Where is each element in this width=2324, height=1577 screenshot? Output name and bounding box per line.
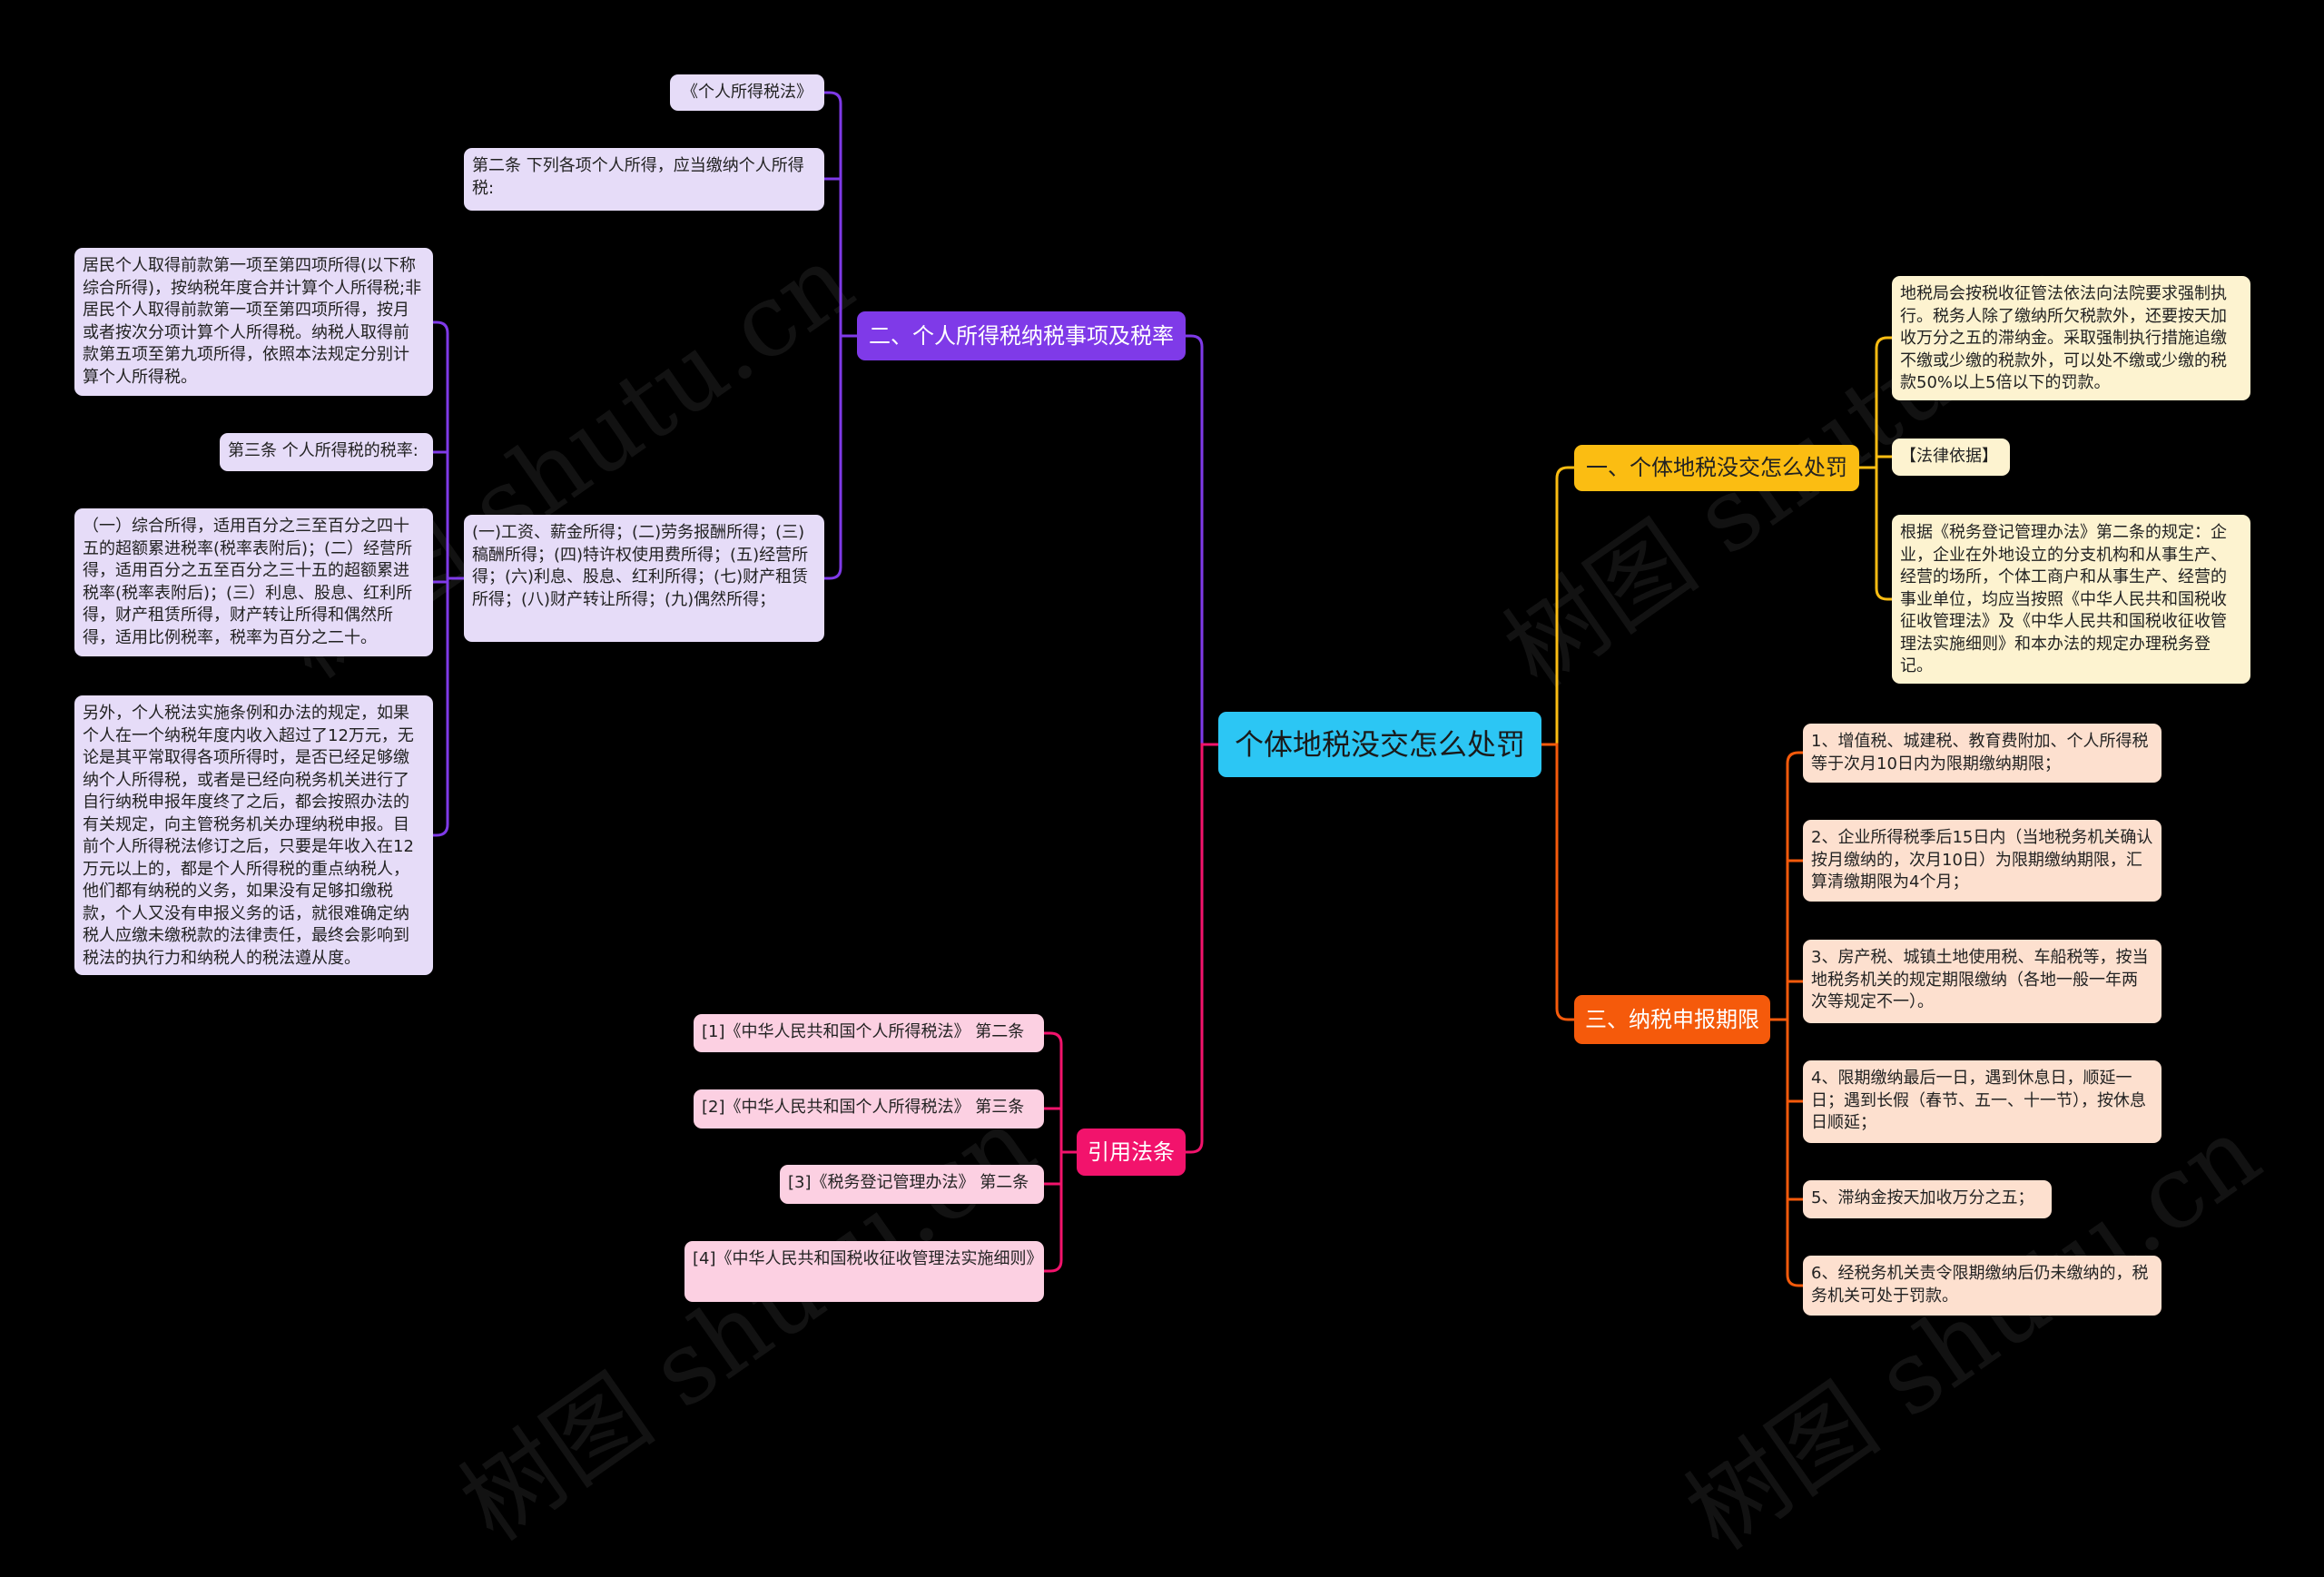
leaf-deadline-1[interactable]: 1、增值税、城建税、教育费附加、个人所得税等于次月10日内为限期缴纳期限； (1803, 724, 2162, 783)
branch-references[interactable]: 引用法条 (1077, 1129, 1186, 1176)
connector (1044, 1031, 1077, 1273)
connector (1541, 743, 1574, 1021)
connector (1555, 466, 1574, 744)
branch-label: 引用法条 (1088, 1138, 1175, 1165)
leaf-deadline-3[interactable]: 3、房产税、城镇土地使用税、车船税等，按当地税务机关的规定期限缴纳（各地一般一年… (1803, 940, 2162, 1023)
leaf-penalty-2[interactable]: 【法律依据】 (1892, 439, 2010, 476)
root-topic[interactable]: 个体地税没交怎么处罚 (1218, 712, 1541, 777)
root-topic-label: 个体地税没交怎么处罚 (1234, 726, 1525, 762)
reference-item-1[interactable]: [1]《中华人民共和国个人所得税法》 第二条 (694, 1014, 1044, 1052)
leaf-deadline-2[interactable]: 2、企业所得税季后15日内（当地税务机关确认按月缴纳的，次月10日）为限期缴纳期… (1803, 820, 2162, 902)
leaf-penalty-3[interactable]: 根据《税务登记管理办法》第二条的规定：企业，企业在外地设立的分支机构和从事生产、… (1892, 515, 2250, 684)
leaf-article-2[interactable]: 第二条 下列各项个人所得，应当缴纳个人所得税: (464, 148, 824, 211)
connector-lines (433, 91, 1892, 1287)
connector (1186, 743, 1218, 1154)
leaf-tax-rates[interactable]: （一）综合所得，适用百分之三至百分之四十五的超额累进税率(税率表附后)；(二）经… (74, 508, 433, 656)
branch-penalty[interactable]: 一、个体地税没交怎么处罚 (1574, 445, 1859, 491)
connector (1770, 751, 1803, 1287)
connector (824, 91, 857, 580)
branch-deadline[interactable]: 三、纳税申报期限 (1574, 995, 1770, 1044)
leaf-annual-filing[interactable]: 另外，个人税法实施条例和办法的规定，如果个人在一个纳税年度内收入超过了12万元，… (74, 695, 433, 975)
connector (1859, 336, 1892, 601)
leaf-deadline-5[interactable]: 5、滞纳金按天加收万分之五； (1803, 1180, 2052, 1218)
leaf-income-categories[interactable]: (一)工资、薪金所得；(二)劳务报酬所得；(三)稿酬所得；(四)特许权使用费所得… (464, 515, 824, 642)
leaf-penalty-1[interactable]: 地税局会按税收征管法依法向法院要求强制执行。税务人除了缴纳所欠税款外，还要按天加… (1892, 276, 2250, 400)
leaf-deadline-4[interactable]: 4、限期缴纳最后一日，遇到休息日，顺延一日；遇到长假（春节、五一、十一节），按休… (1803, 1060, 2162, 1143)
leaf-article-3[interactable]: 第三条 个人所得税的税率: (220, 433, 433, 471)
leaf-income-tax-law[interactable]: 《个人所得税法》 (670, 74, 824, 111)
leaf-resident-income[interactable]: 居民个人取得前款第一项至第四项所得(以下称综合所得)，按纳税年度合并计算个人所得… (74, 248, 433, 396)
connector (433, 320, 464, 837)
leaf-deadline-6[interactable]: 6、经税务机关责令限期缴纳后仍未缴纳的，税务机关可处于罚款。 (1803, 1256, 2162, 1316)
connector (1186, 334, 1204, 744)
reference-item-2[interactable]: [2]《中华人民共和国个人所得税法》 第三条 (694, 1089, 1044, 1129)
branch-income-tax[interactable]: 二、个人所得税纳税事项及税率 (857, 311, 1186, 360)
branch-label: 二、个人所得税纳税事项及税率 (869, 322, 1174, 349)
reference-item-3[interactable]: [3]《税务登记管理办法》 第二条 (780, 1165, 1044, 1204)
branch-label: 一、个体地税没交怎么处罚 (1586, 455, 1847, 481)
branch-label: 三、纳税申报期限 (1585, 1006, 1759, 1032)
reference-item-4[interactable]: [4]《中华人民共和国税收征收管理法实施细则》 (684, 1241, 1044, 1302)
